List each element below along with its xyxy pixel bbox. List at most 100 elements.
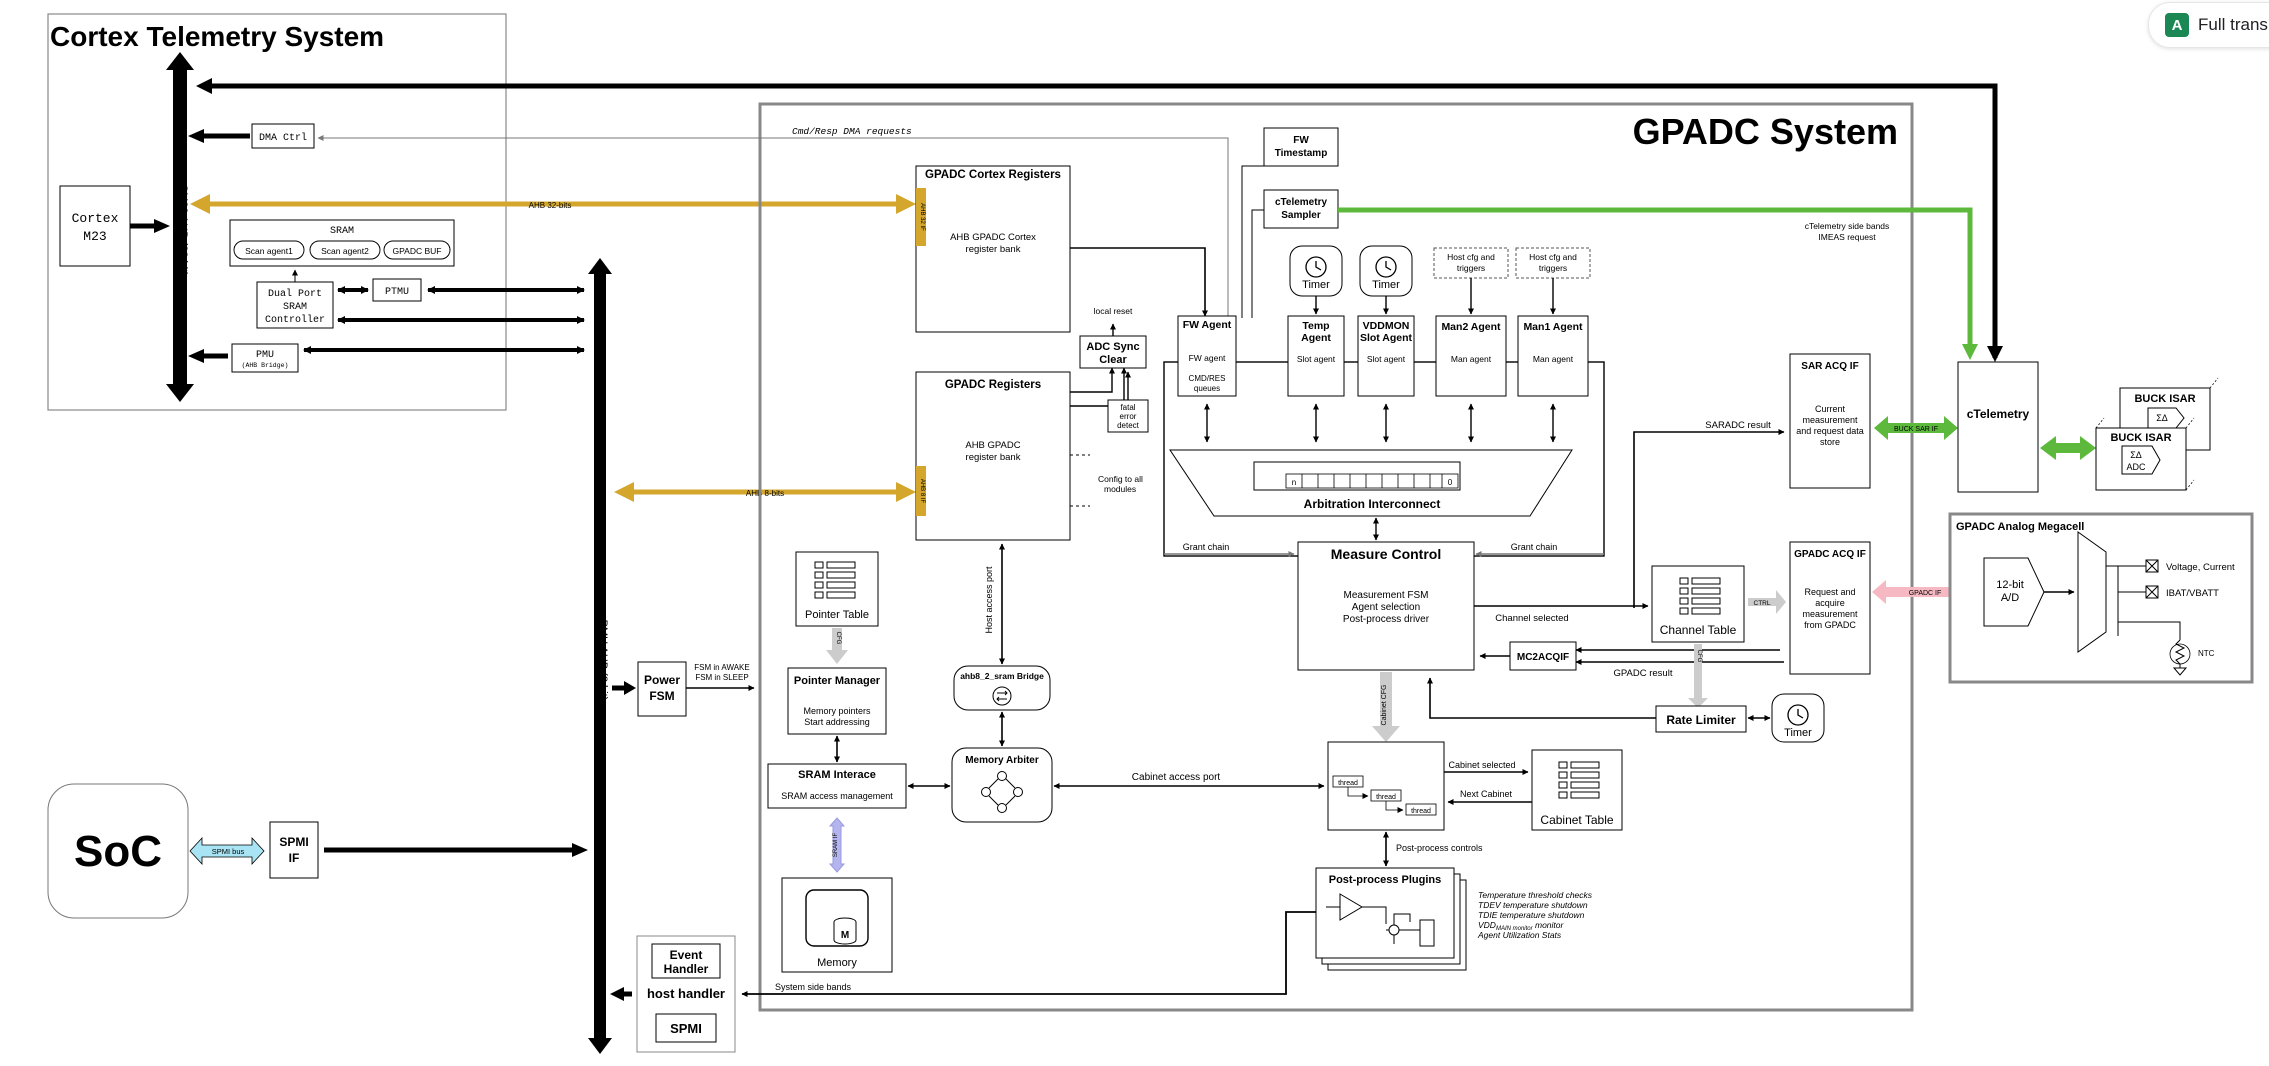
pmu-bus-label: PMU AHB (8 bit) [597,620,609,701]
svg-text:TDEV temperature shutdown: TDEV temperature shutdown [1478,900,1588,910]
svg-text:Current: Current [1815,404,1846,414]
queue-register [1285,473,1459,489]
svg-text:Agent: Agent [1301,332,1331,344]
svg-text:detect: detect [1117,421,1140,430]
scan-agent2-cloud [309,240,381,260]
svg-text:AHB GPADC Cortex: AHB GPADC Cortex [950,232,1036,243]
svg-text:thread: thread [1411,808,1431,815]
dma-request-line [317,135,1229,318]
svg-text:Cabinet CFG: Cabinet CFG [1381,685,1388,726]
gpadc-result-label: GPADC result [1614,668,1673,679]
svg-text:triggers: triggers [1457,263,1485,273]
svg-text:SRAM IF: SRAM IF [833,833,839,858]
event-spmi-block [655,1013,717,1043]
svg-text:Memory Arbiter: Memory Arbiter [965,755,1039,766]
man2-agent-block [1435,315,1507,397]
full-translate-label: Full trans [2198,15,2268,34]
local-reset-label: local reset [1094,306,1133,316]
gpadc-system: GPADC System Cmd/Resp DMA requests AHB 3… [317,102,1978,1012]
svg-text:Slot agent: Slot agent [1367,354,1406,364]
sram-interface-block [767,763,907,809]
cabinet-cfg-arrow [1372,672,1400,742]
svg-text:Voltage, Current: Voltage, Current [2166,562,2235,573]
svg-text:Scan agent1: Scan agent1 [245,246,293,256]
table-icon [814,561,856,599]
sigma-delta-adc-icon [2121,445,2161,475]
gpadc-registers [915,371,1071,541]
gpadc-buf-cloud [383,240,451,260]
svg-text:cTelemetry: cTelemetry [1967,407,2030,421]
svg-text:Handler: Handler [664,962,709,976]
svg-text:Cabinet selected: Cabinet selected [1448,760,1515,770]
ctelemetry-to-cortex-loop [210,83,1998,358]
network-icon [981,771,1023,813]
analog-mux [2077,531,2107,653]
svg-text:Dual Port: Dual Port [268,288,322,300]
ahb32-if-tag [916,188,926,246]
circuit-icon [1326,893,1435,947]
ahb8-label: AHB 8-bits [746,489,784,498]
svg-text:Man agent: Man agent [1451,354,1492,364]
full-translate-button[interactable]: A Full trans [2148,2,2269,48]
dma-request-label: Cmd/Resp DMA requests [792,126,912,137]
svg-text:Memory pointers: Memory pointers [803,706,871,716]
svg-text:GPADC IF: GPADC IF [1909,590,1942,597]
svg-text:NTC: NTC [2198,649,2215,658]
pointer-manager-block [787,667,887,735]
svg-text:cTelemetry: cTelemetry [1275,197,1328,208]
soc-section: SoC SPMI bus SPMI IF [47,783,588,919]
svg-text:FSM: FSM [649,689,674,703]
svg-text:Temperature threshold checks: Temperature threshold checks [1478,890,1593,900]
svg-text:Agent Utilization Stats: Agent Utilization Stats [1477,930,1562,940]
ctelemetry-sideband-line [1338,207,1973,352]
svg-text:Post-process Plugins: Post-process Plugins [1329,874,1441,886]
saradc-result-line [1633,429,1785,608]
rate-limiter-block [1655,705,1747,733]
ground-icon [2172,667,2188,676]
svg-text:Channel selected: Channel selected [1495,613,1568,624]
svg-text:AHB GPADC: AHB GPADC [965,440,1020,451]
soc-block [47,783,189,919]
svg-text:CFG: CFG [1696,650,1702,663]
svg-text:Man1 Agent: Man1 Agent [1523,321,1583,333]
ahb8-if-tag [916,466,926,516]
svg-text:measurement: measurement [1802,609,1858,619]
ptmu-block [372,278,422,302]
svg-text:ΣΔ: ΣΔ [2156,413,2168,423]
svg-text:TDIE temperature shutdown: TDIE temperature shutdown [1478,910,1585,920]
svg-text:Clear: Clear [1099,354,1127,366]
svg-text:BUCK ISAR: BUCK ISAR [2110,432,2171,444]
spmi-if-block [269,821,319,879]
svg-text:(AHB Bridge): (AHB Bridge) [242,362,289,369]
svg-text:triggers: triggers [1539,263,1567,273]
svg-text:Rate Limiter: Rate Limiter [1666,713,1736,727]
svg-text:ADC: ADC [2126,462,2146,472]
system-side-bands-line [741,911,1316,997]
svg-text:Man2 Agent: Man2 Agent [1441,321,1501,333]
cortex-m23-label-1: Cortex [72,211,119,226]
dma-ctrl-block [251,123,315,149]
svg-text:Post-process driver: Post-process driver [1343,614,1430,625]
pointer-cfg-arrow [826,628,848,664]
gpadc-acq-if-block [1789,541,1871,675]
ctrl-arrow [1748,590,1786,614]
svg-text:Man agent: Man agent [1533,354,1574,364]
ctelemetry-buck-arrow [2040,436,2096,460]
svg-text:Scan agent2: Scan agent2 [321,246,369,256]
svg-text:Next Cabinet: Next Cabinet [1460,789,1513,799]
svg-text:Controller: Controller [265,314,325,326]
svg-text:Temp: Temp [1302,320,1329,332]
svg-text:SAR ACQ IF: SAR ACQ IF [1801,361,1858,372]
svg-text:ΣΔ: ΣΔ [2130,450,2142,460]
event-handler-block [651,943,721,979]
fatal-error-detect-block [1107,399,1149,433]
power-fsm: Power FSM FSM in AWAKE FSM in SLEEP [612,661,755,717]
spmi-bus-label: SPMI bus [212,847,245,856]
svg-text:CMD/RES: CMD/RES [1189,374,1226,383]
svg-text:CFG: CFG [835,632,841,645]
svg-text:Post-process controls: Post-process controls [1396,843,1483,853]
cortex-system-frame [47,13,507,411]
svg-text:measurement: measurement [1802,415,1858,425]
svg-text:SRAM: SRAM [283,302,307,313]
